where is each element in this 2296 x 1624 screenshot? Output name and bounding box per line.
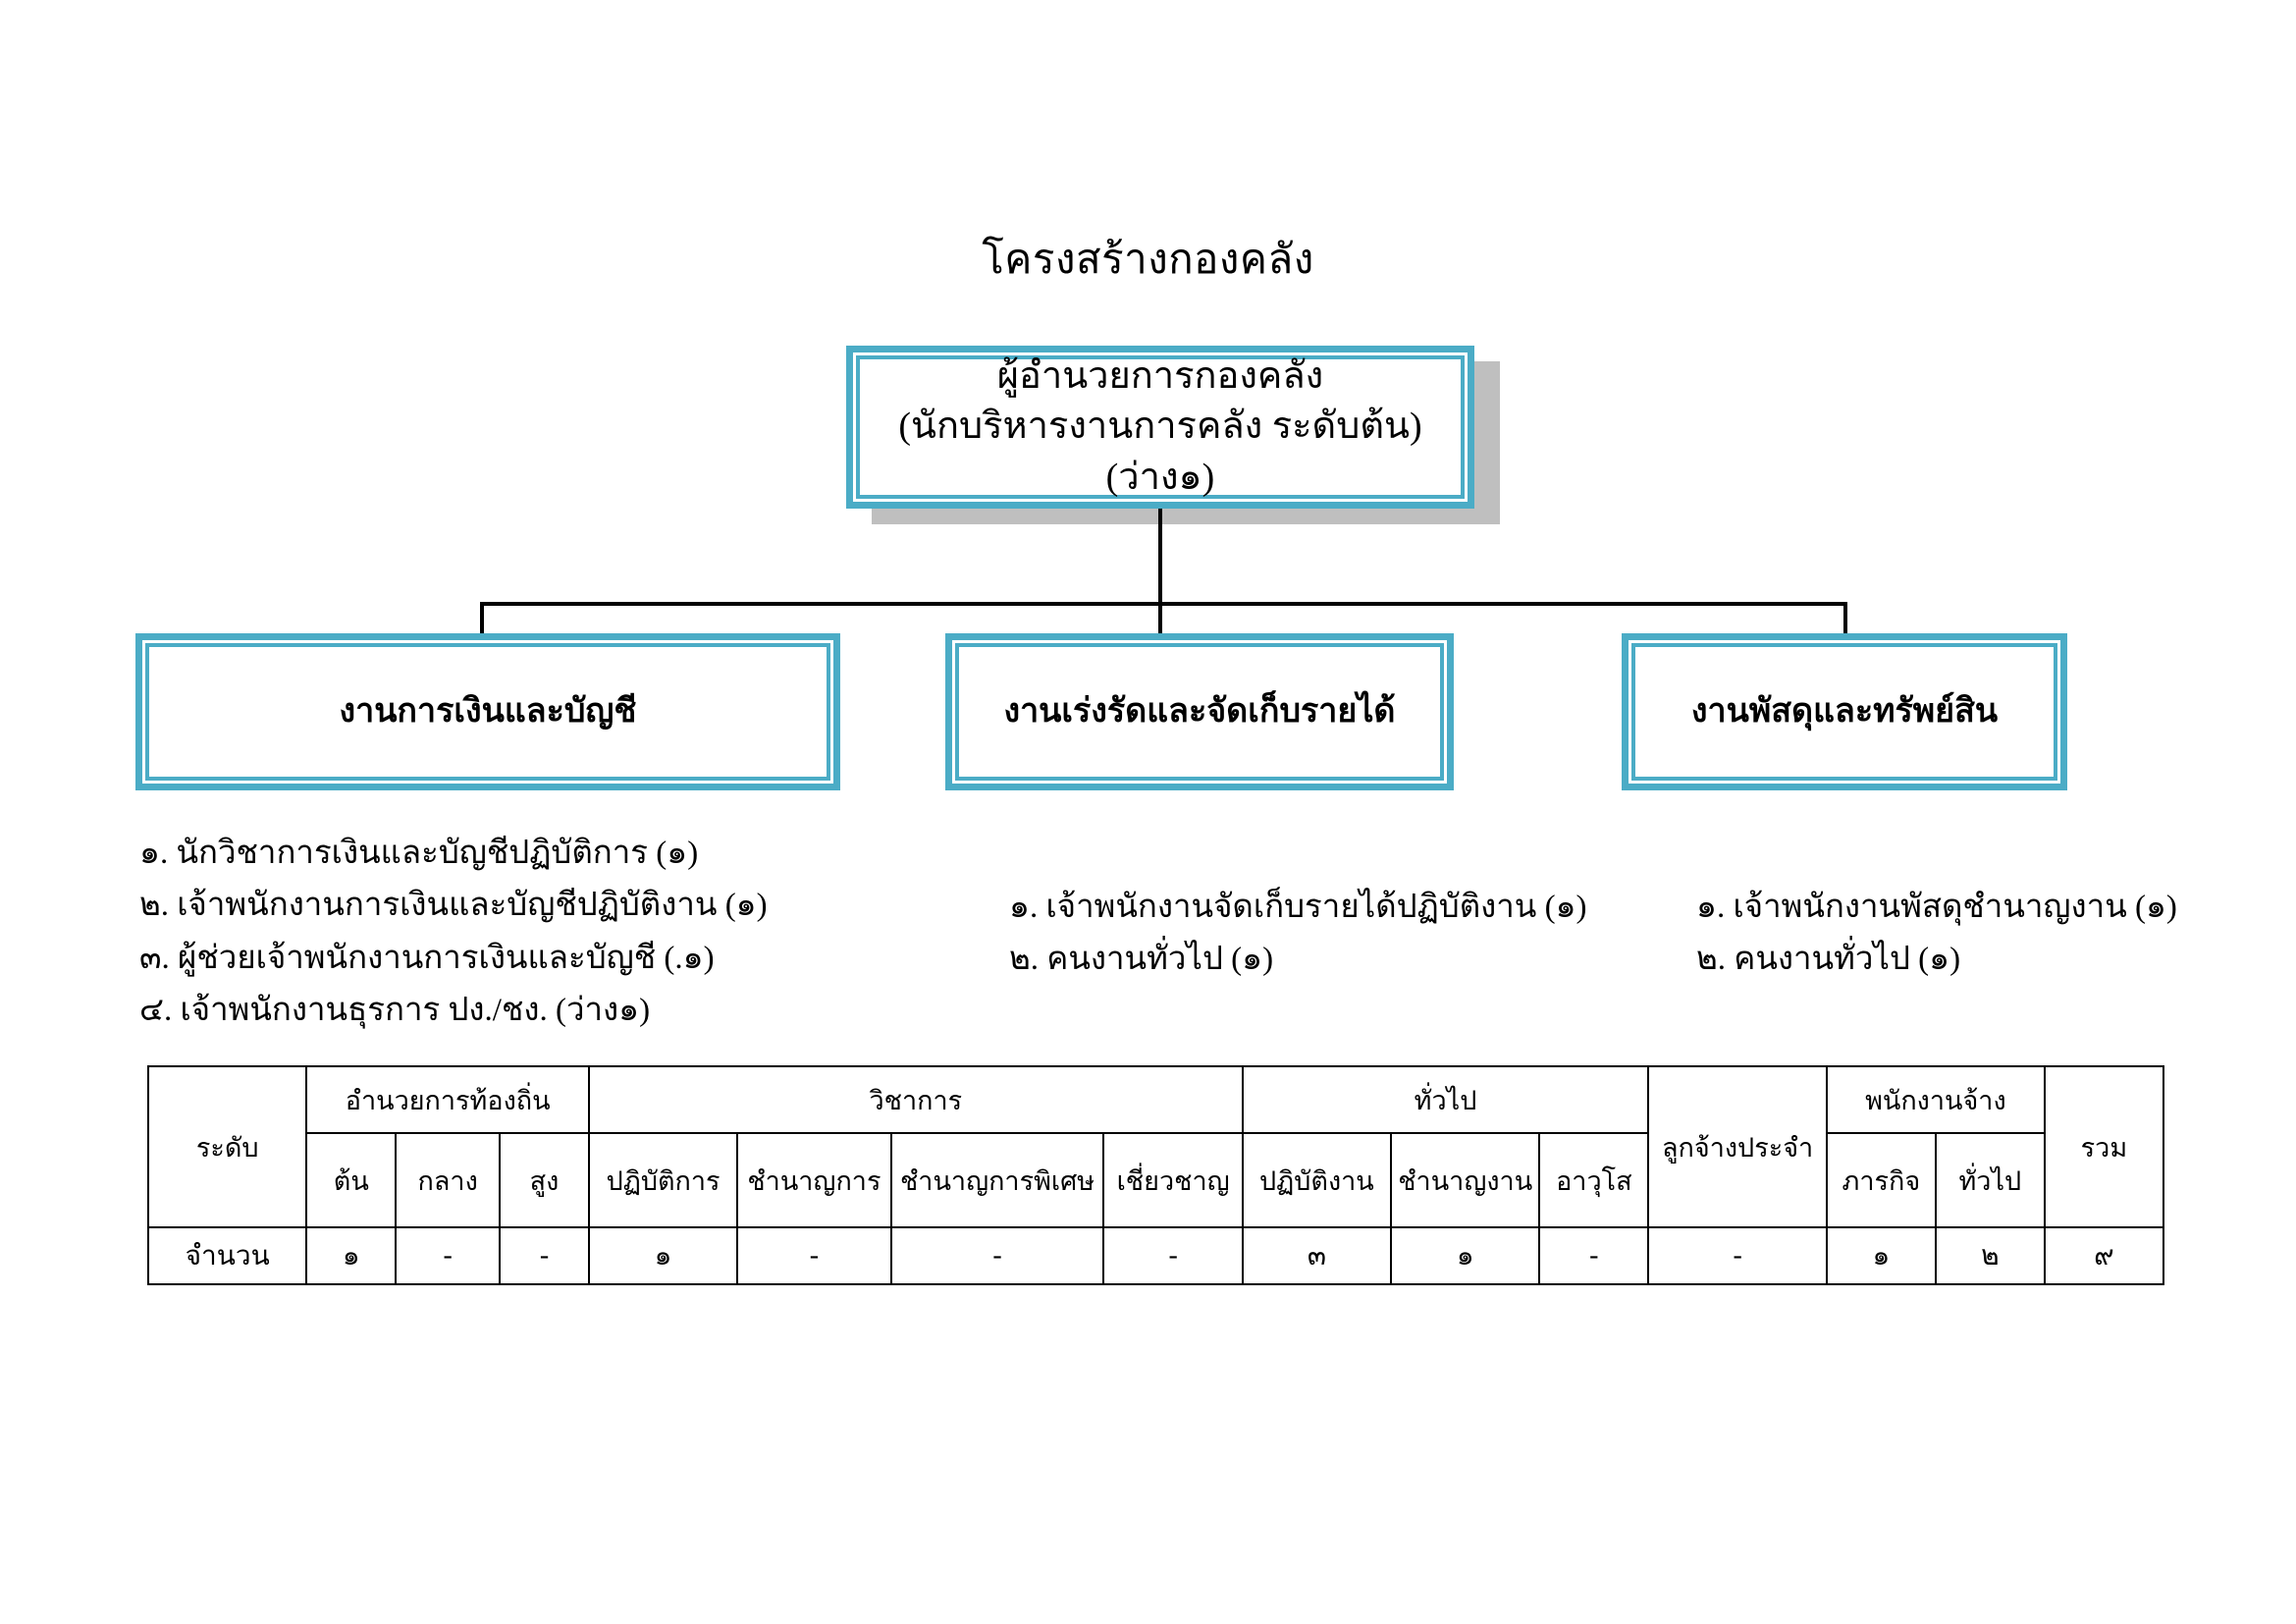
table-cell: - — [1538, 1226, 1650, 1285]
connector-horizontal-bus — [480, 602, 1847, 606]
table-body: จำนวน ๑ - - ๑ - - - ๓ ๑ - - ๑ ๒ ๙ — [146, 1226, 2165, 1285]
table-cell: ๑ — [587, 1226, 739, 1285]
table-subheader-cell: ทั่วไป — [1934, 1132, 2046, 1228]
table-subheader-cell: กลาง — [395, 1132, 502, 1228]
table-row: จำนวน ๑ - - ๑ - - - ๓ ๑ - - ๑ ๒ ๙ — [146, 1226, 2165, 1285]
staff-list-item: ๒. คนงานทั่วไป (๑) — [1009, 942, 1274, 978]
table-header-sub-row: ต้น กลาง สูง ปฏิบัติการ ชำนาญการ ชำนาญกา… — [148, 1132, 2163, 1228]
table-header-general: ทั่วไป — [1241, 1065, 1650, 1134]
staff-list-item: ๑. นักวิชาการเงินและบัญชีปฏิบัติการ (๑) — [139, 836, 699, 871]
table-subheader-cell: ต้น — [305, 1132, 398, 1228]
table-cell: - — [1647, 1226, 1828, 1285]
table-subheader-cell: ภารกิจ — [1825, 1132, 1937, 1228]
table-cell: ๓ — [1241, 1226, 1393, 1285]
staff-list-item: ๑. เจ้าพนักงานจัดเก็บรายได้ปฏิบัติงาน (๑… — [1009, 890, 1587, 925]
director-title-line1: ผู้อำนวยการกองคลัง — [996, 355, 1324, 398]
org-box-division-finance-text: งานการเงินและบัญชี — [339, 693, 637, 731]
org-box-director-content: ผู้อำนวยการกองคลัง (นักบริหารงานการคลัง … — [860, 355, 1461, 498]
table-subheader-cell: อาวุโส — [1538, 1132, 1650, 1228]
table-header-total: รวม — [2043, 1065, 2165, 1228]
table-cell: ๒ — [1934, 1226, 2046, 1285]
staff-list-item: ๓. ผู้ช่วยเจ้าพนักงานการเงินและบัญชี (.๑… — [139, 940, 715, 976]
table-subheader-cell: ชำนาญการพิเศษ — [889, 1132, 1105, 1228]
staff-list-item: ๑. เจ้าพนักงานพัสดุชำนาญงาน (๑) — [1696, 890, 2177, 925]
table-subheader-cell: สูง — [499, 1132, 590, 1228]
table-cell: ๑ — [1390, 1226, 1541, 1285]
table-subheader-cell: ปฏิบัติงาน — [1241, 1132, 1393, 1228]
org-box-division-revenue-inner-border: งานเร่งรัดและจัดเก็บรายได้ — [952, 640, 1447, 784]
table-cell: - — [736, 1226, 892, 1285]
connector-branch-left — [480, 602, 484, 663]
table-cell: ๑ — [305, 1226, 398, 1285]
table-row-label: จำนวน — [146, 1226, 308, 1285]
table-header-hired-staff: พนักงานจ้าง — [1825, 1065, 2046, 1134]
org-box-division-revenue[interactable]: งานเร่งรัดและจัดเก็บรายได้ — [945, 633, 1454, 790]
org-box-director-text: ผู้อำนวยการกองคลัง (นักบริหารงานการคลัง … — [860, 352, 1461, 503]
connector-root-stem — [1158, 509, 1162, 674]
table-cell: - — [499, 1226, 590, 1285]
staff-list-item: ๒. คนงานทั่วไป (๑) — [1696, 942, 1961, 978]
table-cell: ๑ — [1825, 1226, 1937, 1285]
director-title-line2: (นักบริหารงานการคลัง ระดับต้น) (ว่าง๑) — [898, 406, 1422, 498]
connector-branch-right — [1843, 602, 1847, 663]
table-header-academic: วิชาการ — [587, 1065, 1244, 1134]
org-box-division-finance[interactable]: งานการเงินและบัญชี — [135, 633, 840, 790]
table-header-group-row: ระดับ อำนวยการท้องถิ่น วิชาการ ทั่วไป ลู… — [146, 1065, 2165, 1228]
table-subheader-cell: ชำนาญงาน — [1390, 1132, 1541, 1228]
org-box-division-revenue-text: งานเร่งรัดและจัดเก็บรายได้ — [1003, 693, 1396, 731]
staff-list-finance: ๑. นักวิชาการเงินและบัญชีปฏิบัติการ (๑) … — [139, 828, 885, 1038]
org-box-division-finance-content: งานการเงินและบัญชี — [149, 647, 827, 777]
staff-list-item: ๒. เจ้าพนักงานการเงินและบัญชีปฏิบัติงาน … — [139, 888, 768, 924]
staff-list-item: ๔. เจ้าพนักงานธุรการ ปง./ชง. (ว่าง๑) — [139, 993, 651, 1029]
org-box-director-inner-border: ผู้อำนวยการกองคลัง (นักบริหารงานการคลัง … — [853, 352, 1468, 502]
table-cell: - — [1102, 1226, 1244, 1285]
staff-list-supplies: ๑. เจ้าพนักงานพัสดุชำนาญงาน (๑) ๒. คนงาน… — [1696, 882, 2296, 987]
table-cell: - — [395, 1226, 502, 1285]
table-subheader-cell: เชี่ยวชาญ — [1102, 1132, 1244, 1228]
table-header-permanent-employee: ลูกจ้างประจำ — [1647, 1065, 1828, 1228]
table-subheader-cell: ชำนาญการ — [736, 1132, 892, 1228]
staffing-summary-table: ระดับ อำนวยการท้องถิ่น วิชาการ ทั่วไป ลู… — [146, 1065, 2165, 1285]
org-box-division-supplies-content: งานพัสดุและทรัพย์สิน — [1635, 647, 2054, 777]
org-box-director[interactable]: ผู้อำนวยการกองคลัง (นักบริหารงานการคลัง … — [846, 346, 1474, 509]
org-box-division-revenue-content: งานเร่งรัดและจัดเก็บรายได้ — [959, 647, 1440, 777]
page-title: โครงสร้างกองคลัง — [982, 238, 1314, 283]
org-box-division-supplies-text: งานพัสดุและทรัพย์สิน — [1690, 693, 1999, 731]
org-box-division-supplies-inner-border: งานพัสดุและทรัพย์สิน — [1629, 640, 2060, 784]
table-subheader-cell: ปฏิบัติการ — [587, 1132, 739, 1228]
table-head: ระดับ อำนวยการท้องถิ่น วิชาการ ทั่วไป ลู… — [146, 1065, 2165, 1228]
org-box-division-finance-inner-border: งานการเงินและบัญชี — [142, 640, 833, 784]
table-header-level: ระดับ — [146, 1065, 308, 1228]
table-cell: ๙ — [2043, 1226, 2165, 1285]
table-header-local-admin: อำนวยการท้องถิ่น — [305, 1065, 590, 1134]
table-cell: - — [889, 1226, 1105, 1285]
staff-list-revenue: ๑. เจ้าพนักงานจัดเก็บรายได้ปฏิบัติงาน (๑… — [1009, 882, 1696, 987]
org-box-division-supplies[interactable]: งานพัสดุและทรัพย์สิน — [1622, 633, 2067, 790]
